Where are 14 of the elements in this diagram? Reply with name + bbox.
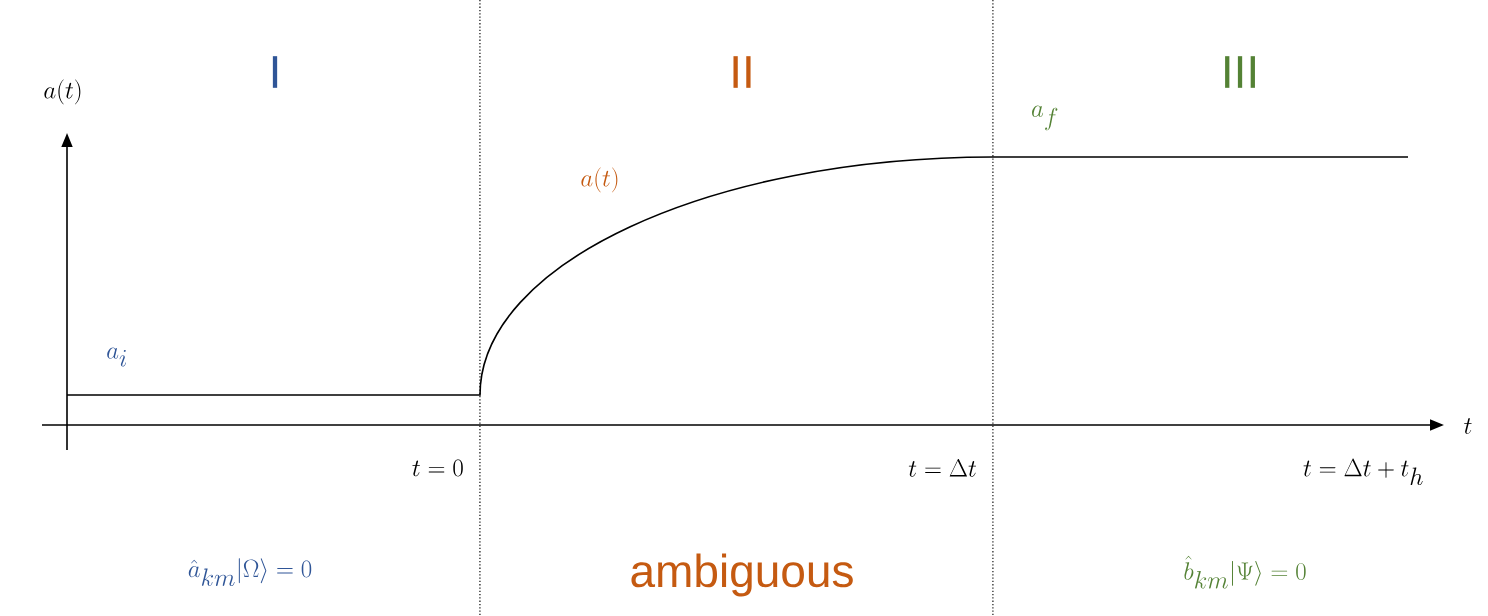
state-equation: $\hat{a}_{km}|\Omega\rangle = 0$ xyxy=(188,558,312,586)
time-label: $t = 0$ xyxy=(412,459,463,477)
region-numeral: I xyxy=(272,56,278,88)
curve-label: $a_i$ xyxy=(107,347,127,367)
curve-label: $a_f$ xyxy=(1032,105,1058,131)
region-caption: ambiguous xyxy=(631,553,853,597)
axis-label: $a(t)$ xyxy=(44,79,81,105)
time-label: $t = \Delta t$ xyxy=(908,458,977,477)
axis-label: $t$ xyxy=(1464,418,1472,434)
region-numeral: II xyxy=(733,56,751,88)
region-numeral: III xyxy=(1225,56,1255,88)
curve-label: $a(t)$ xyxy=(581,167,618,193)
time-label: $t = \Delta t + t_h$ xyxy=(1303,458,1423,486)
state-equation: $\hat{b}_{km}|\Psi\rangle = 0$ xyxy=(1184,555,1306,589)
